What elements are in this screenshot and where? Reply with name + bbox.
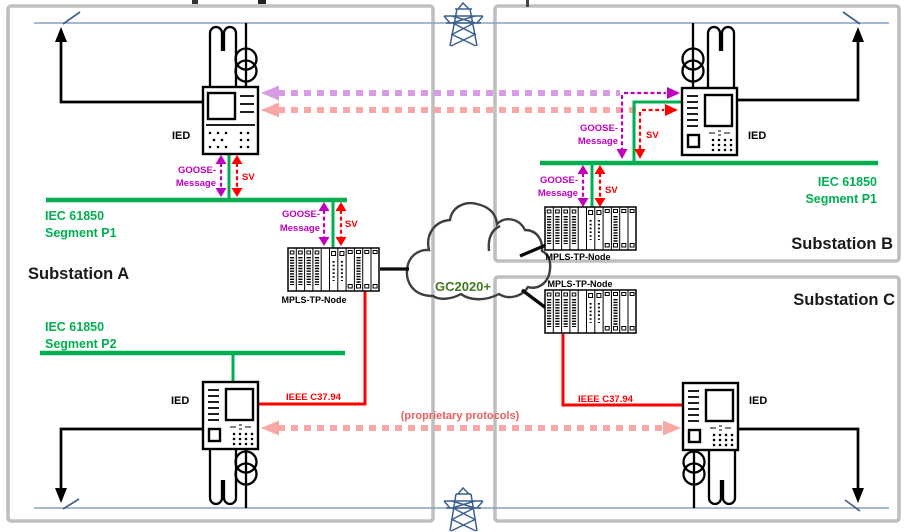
ct-vt-icon-a-top — [208, 23, 258, 87]
goose-label-b-ied-line2: Message — [578, 136, 618, 147]
mpls-a-label: MPLS-TP-Node — [282, 295, 347, 305]
mpls-node-icon-c — [545, 290, 636, 333]
trip-line-a-bottom — [55, 427, 203, 503]
mpls-b-label: MPLS-TP-Node — [546, 252, 611, 262]
ct-vt-icon-c-bottom — [682, 449, 737, 508]
green-links — [227, 100, 682, 382]
goose-arrow-b-node — [577, 165, 589, 207]
ct-vt-icon-b-top — [681, 23, 736, 88]
segment-p1-b-label-line1: IEC 61850 — [818, 175, 877, 189]
segment-p1-a-label-line1: IEC 61850 — [45, 209, 104, 223]
ieee-link-a — [259, 291, 367, 406]
goose-label-a-ied-line2: Message — [176, 178, 216, 189]
proprietary-label: (proprietary protocols) — [401, 410, 520, 422]
sv-arrow-b-ied — [634, 104, 678, 159]
ied-icon-a-bottom — [201, 380, 260, 451]
proprietary-protocols-arrow — [261, 420, 681, 436]
goose-label-a-ied-line1: GOOSE- — [178, 165, 216, 176]
segment-p1-b-label-line2: Segment P1 — [805, 192, 877, 206]
trip-line-c-bottom — [737, 427, 864, 503]
segment-p1-a-label-line2: Segment P1 — [45, 226, 117, 240]
sv-label-b-ied: SV — [646, 130, 659, 141]
sv-arrow-a-ied — [231, 155, 243, 197]
ied-icon-a-top — [201, 85, 260, 156]
wan-links — [380, 243, 547, 310]
goose-label-b-ied-line1: GOOSE- — [580, 123, 618, 134]
goose-arrow-b-ied — [616, 87, 680, 159]
wan-cloud-icon — [405, 202, 552, 301]
goose-label-a-node-line1: GOOSE- — [282, 209, 320, 220]
pylon-top-icon — [443, 1, 484, 47]
ied-a-bottom-label: IED — [171, 395, 189, 407]
substation-a-box — [6, 4, 435, 523]
goose-tunnel-arrow — [261, 85, 636, 118]
substation-a-label: Substation A — [28, 265, 129, 283]
ied-b-top-label: IED — [748, 130, 766, 142]
mpls-node-icon-b — [545, 207, 636, 250]
sv-label-b-node: SV — [605, 185, 618, 196]
sv-arrow-b-node — [594, 165, 606, 207]
sv-label-a-node: SV — [345, 219, 358, 230]
ieee-label-a: IEEE C37.94 — [286, 392, 342, 403]
goose-arrow-a-ied — [215, 155, 227, 197]
trip-line-b-top — [737, 27, 864, 102]
ct-vt-icon-a-bottom — [208, 449, 258, 508]
sv-arrow-a-node — [335, 202, 347, 246]
goose-label-b-node-line2: Message — [538, 188, 578, 199]
segment-p2-a-label-line1: IEC 61850 — [45, 320, 104, 334]
ieee-link-c — [561, 334, 682, 407]
mpls-c-label: MPLS-TP-Node — [548, 279, 613, 289]
substation-b-label: Substation B — [791, 235, 893, 253]
ied-a-top-label: IED — [172, 130, 190, 142]
ied-icon-c-bottom — [681, 381, 740, 452]
ieee-label-c: IEEE C37.94 — [578, 394, 634, 405]
mpls-node-icon-a — [288, 248, 379, 291]
goose-label-b-node-line1: GOOSE- — [540, 175, 578, 186]
cloud-label: GC2020+ — [435, 279, 491, 294]
pylon-bottom-icon — [443, 486, 484, 532]
substation-c-label: Substation C — [793, 291, 895, 309]
cropped-caption-artifact — [192, 0, 529, 7]
trip-line-a-top — [55, 27, 203, 104]
goose-arrow-a-node — [318, 202, 330, 246]
segment-p2-a-label-line2: Segment P2 — [45, 337, 117, 351]
goose-label-a-node-line2: Message — [280, 223, 320, 234]
ied-icon-b-top — [680, 86, 739, 157]
disconnector-switch-icon — [62, 11, 861, 512]
sv-label-a-ied: SV — [242, 172, 255, 183]
ied-c-bottom-label: IED — [749, 395, 767, 407]
